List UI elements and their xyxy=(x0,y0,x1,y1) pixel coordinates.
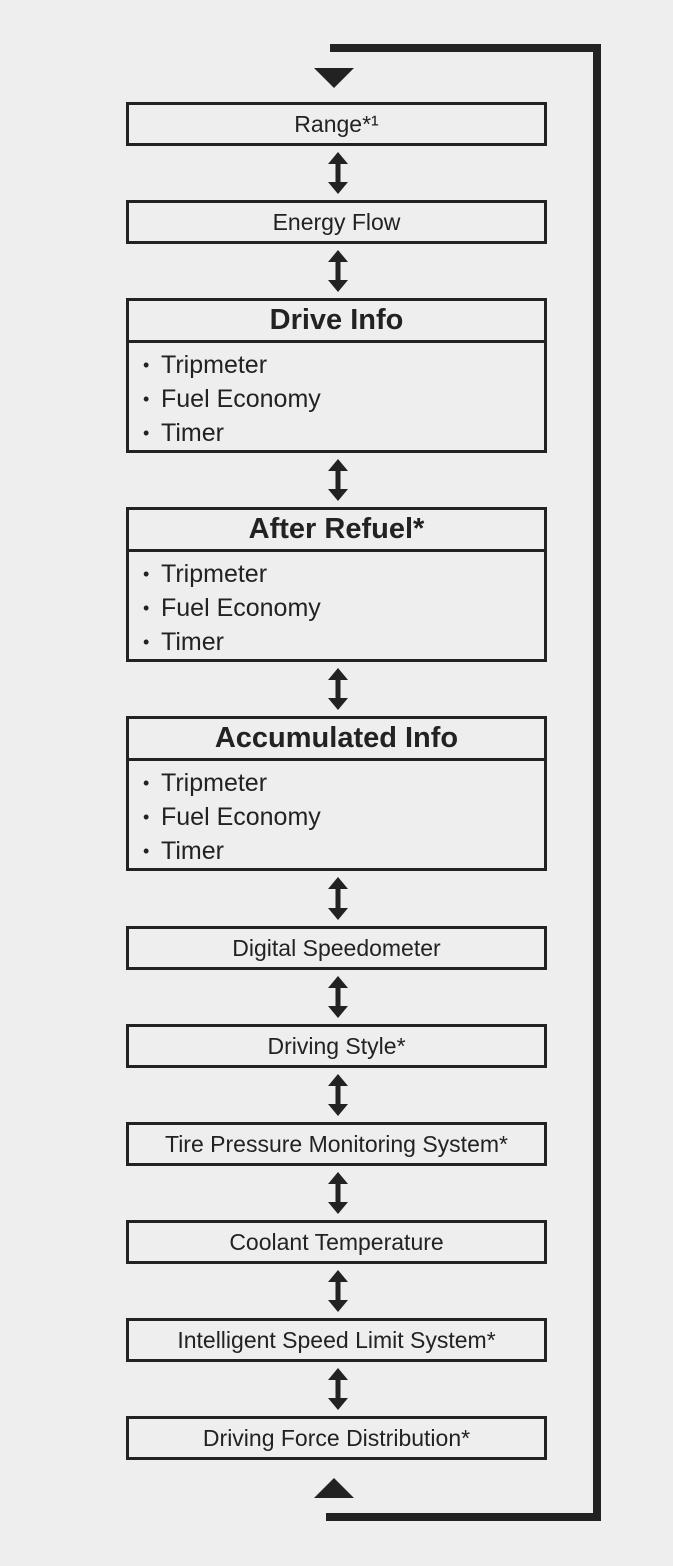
list-item: •Timer xyxy=(143,627,224,656)
node-drive-info-title: Drive Info xyxy=(129,301,544,343)
loop-arrowhead-down xyxy=(314,68,354,88)
list-item: •Fuel Economy xyxy=(143,802,321,831)
node-digital-speedometer-label: Digital Speedometer xyxy=(232,934,441,961)
list-item: •Timer xyxy=(143,418,224,447)
bidirectional-arrow xyxy=(328,152,348,194)
node-energy-flow: Energy Flow xyxy=(126,200,547,244)
node-accumulated-info-title: Accumulated Info xyxy=(129,719,544,761)
bidirectional-arrow xyxy=(328,459,348,501)
arrowhead-up xyxy=(328,1074,348,1086)
arrowhead-down xyxy=(328,489,348,501)
arrowhead-up xyxy=(328,250,348,262)
list-item: •Tripmeter xyxy=(143,559,268,588)
arrowhead-down xyxy=(328,1300,348,1312)
list-item: •Fuel Economy xyxy=(143,593,321,622)
bidirectional-arrow xyxy=(328,976,348,1018)
node-range: Range*¹ xyxy=(126,102,547,146)
node-intelligent-speed-limit: Intelligent Speed Limit System* xyxy=(126,1318,547,1362)
arrowhead-up xyxy=(328,1172,348,1184)
node-drive-info: Drive Info •Tripmeter •Fuel Economy •Tim… xyxy=(126,298,547,453)
node-digital-speedometer: Digital Speedometer xyxy=(126,926,547,970)
arrowhead-up xyxy=(328,459,348,471)
bidirectional-arrow xyxy=(328,668,348,710)
bidirectional-arrow xyxy=(328,1172,348,1214)
node-driving-force-distribution-label: Driving Force Distribution* xyxy=(202,1424,471,1451)
node-driving-style-label: Driving Style* xyxy=(267,1032,406,1059)
node-coolant-temperature: Coolant Temperature xyxy=(126,1220,547,1264)
node-after-refuel-title: After Refuel* xyxy=(129,510,544,552)
list-item: •Tripmeter xyxy=(143,350,268,379)
node-tire-pressure-monitoring-label: Tire Pressure Monitoring System* xyxy=(165,1130,508,1157)
node-range-label: Range*¹ xyxy=(294,110,379,137)
node-coolant-temperature-label: Coolant Temperature xyxy=(229,1228,444,1255)
node-tire-pressure-monitoring: Tire Pressure Monitoring System* xyxy=(126,1122,547,1166)
bidirectional-arrow xyxy=(328,1074,348,1116)
node-after-refuel: After Refuel* •Tripmeter •Fuel Economy •… xyxy=(126,507,547,662)
arrowhead-down xyxy=(328,908,348,920)
arrowhead-up xyxy=(328,1270,348,1282)
arrowhead-down xyxy=(328,1202,348,1214)
arrowhead-up xyxy=(328,1368,348,1380)
arrowhead-down xyxy=(328,182,348,194)
arrowhead-down xyxy=(328,698,348,710)
bidirectional-arrow xyxy=(328,1270,348,1312)
bidirectional-arrow xyxy=(328,1368,348,1410)
loop-return-line xyxy=(314,44,601,1521)
list-item: •Timer xyxy=(143,836,224,865)
arrowhead-up xyxy=(328,668,348,680)
loop-arrowhead-up xyxy=(314,1478,354,1498)
arrowhead-up xyxy=(328,877,348,889)
arrowhead-down xyxy=(328,280,348,292)
bidirectional-arrow xyxy=(328,250,348,292)
arrowhead-down xyxy=(328,1398,348,1410)
list-item: •Fuel Economy xyxy=(143,384,321,413)
node-driving-style: Driving Style* xyxy=(126,1024,547,1068)
arrowhead-up xyxy=(328,152,348,164)
arrowhead-up xyxy=(328,976,348,988)
node-intelligent-speed-limit-label: Intelligent Speed Limit System* xyxy=(177,1326,496,1353)
node-driving-force-distribution: Driving Force Distribution* xyxy=(126,1416,547,1460)
arrowhead-down xyxy=(328,1006,348,1018)
node-energy-flow-label: Energy Flow xyxy=(272,208,401,235)
list-item: •Tripmeter xyxy=(143,768,268,797)
bidirectional-arrow xyxy=(328,877,348,920)
arrowhead-down xyxy=(328,1104,348,1116)
node-accumulated-info: Accumulated Info •Tripmeter •Fuel Econom… xyxy=(126,716,547,871)
